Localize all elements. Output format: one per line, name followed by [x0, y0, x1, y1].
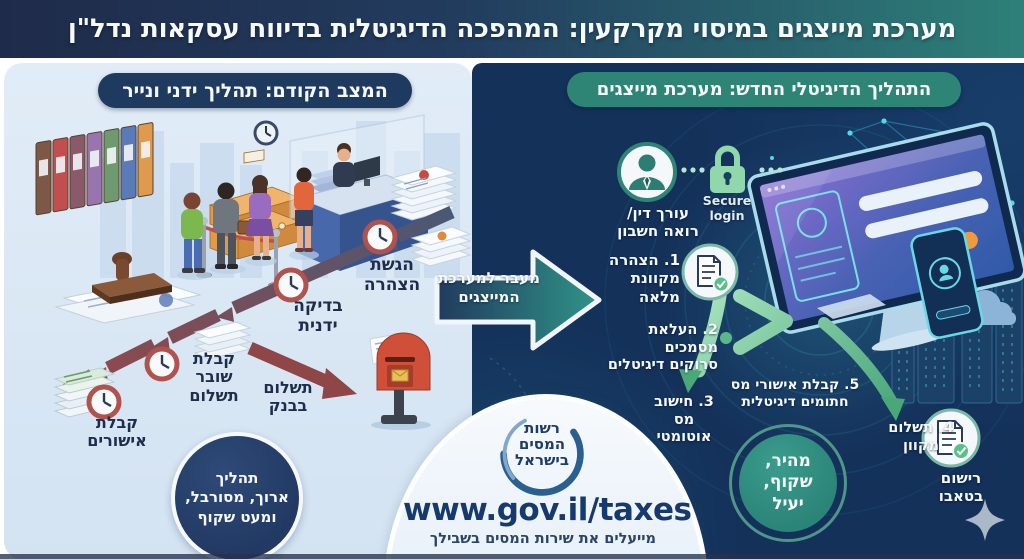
label-bank-payment: תשלום בבנק [263, 378, 313, 416]
old-process-badge: תהליך ארוך, מסורבל, ומעט שקוף [171, 432, 303, 559]
step-4-label: 4. תשלום מקוון [888, 420, 954, 454]
voucher-stack [193, 321, 252, 360]
bottom-edge [0, 554, 1024, 559]
mailbox-icon [369, 332, 431, 430]
clock-icon [86, 384, 122, 420]
user-avatar-icon [617, 142, 677, 202]
logo-text: רשות המסים בישראל [515, 419, 569, 469]
new-process-badge: מהיר, שקוף, יעיל [729, 424, 847, 542]
document-check-icon [921, 408, 981, 468]
clock-icon [362, 219, 398, 255]
step2-bullet [720, 332, 732, 344]
mailbox-arrow [247, 342, 357, 399]
old-process-illustration [35, 114, 472, 430]
binder-row-icon [35, 122, 154, 216]
step-3-label: 3. חישוב מס אוטומטי [654, 394, 714, 446]
footer-tagline: מייעלים את שירות המסים בשבילך [429, 531, 657, 547]
step-5-label: 5. קבלת אישורי מס חתומים דיגיטלית [730, 377, 860, 411]
connection-dots [681, 167, 783, 173]
wall-clock-icon [253, 120, 279, 146]
logo-swirl [500, 412, 584, 496]
label-submit-declaration: הגשת הצהרה [363, 255, 421, 295]
phone-illustration [910, 227, 984, 339]
new-process-illustration [489, 84, 1024, 559]
step-2-label: 2. העלאת מסמכים סרוקים דיגיטלים [607, 322, 718, 374]
clerk [333, 143, 355, 187]
step-1-label: 1. הצהרה מקוונת מלאה [608, 251, 680, 306]
label-manual-check: בדיקה ידנית [293, 296, 343, 336]
registry-label: רישום בטאבו [938, 469, 984, 506]
clock-icon [144, 346, 180, 382]
transition-arrow [434, 249, 602, 351]
flow-arrows [679, 274, 905, 421]
website-link[interactable]: www.gov.il/taxes [403, 492, 692, 528]
stamp-icon [92, 252, 172, 304]
user-role-label: עורך דין/ רואה חשבון [617, 204, 699, 241]
banner: מערכת מייצגים במיסוי מקרקעין: המהפכה הדי… [0, 0, 1024, 58]
label-receive-certificates: קבלת אישורים [87, 413, 147, 451]
label-payment-voucher: קבלת שובר תשלום [189, 349, 239, 405]
old-process-header: המצב הקודם: תהליך ידני ונייר [98, 73, 412, 108]
keyboard [817, 294, 886, 319]
lock-icon [710, 145, 745, 193]
certificate-stacks [390, 165, 472, 267]
secure-login-label: Secure login [702, 193, 752, 223]
clock-icon [273, 267, 309, 303]
people-queue [177, 167, 319, 280]
main-title: מערכת מייצגים במיסוי מקרקעין: המהפכה הדי… [67, 14, 957, 44]
tax-authority-logo: רשות המסים בישראל [494, 406, 590, 502]
transition-arrow-label: מעבר למערכת המייצגים [438, 269, 540, 306]
document-check-icon [681, 243, 739, 301]
new-process-header: התהליך הדיגיטלי החדש: מערכת מייצגים [567, 72, 961, 107]
sparkle-icon [965, 499, 1005, 541]
